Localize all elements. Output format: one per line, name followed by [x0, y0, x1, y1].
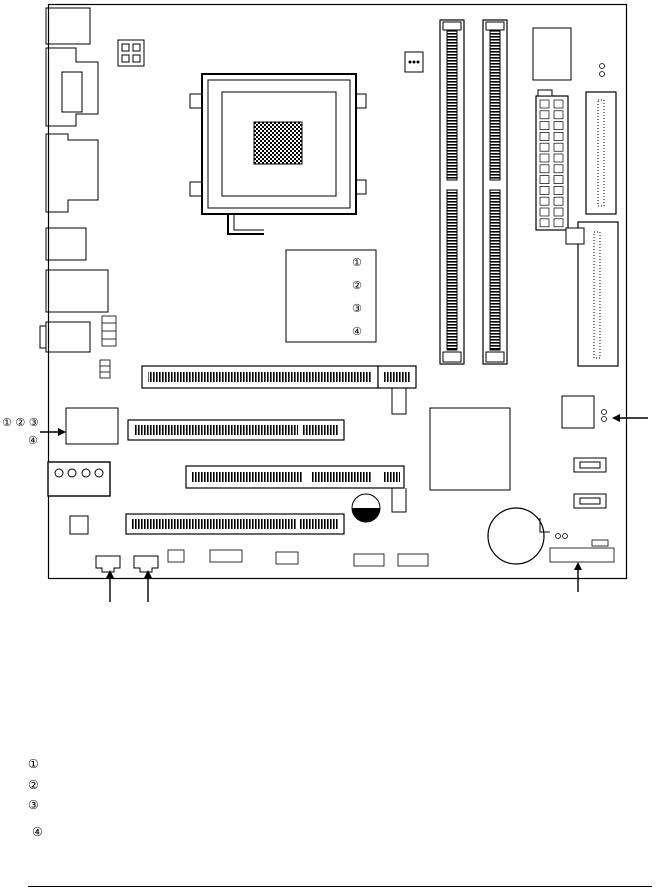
atx-pin — [553, 164, 564, 174]
ide-connector — [577, 221, 619, 367]
atx-pin — [539, 218, 550, 228]
atx-pin — [553, 175, 564, 184]
atx-pin — [553, 110, 564, 120]
socket-lever — [227, 214, 264, 235]
front-panel-header — [549, 547, 615, 563]
atx-pin — [539, 142, 550, 152]
capacitor — [351, 493, 381, 523]
system-fan-header-top — [565, 227, 585, 245]
atx-pin — [553, 218, 564, 228]
usb-header-2 — [353, 553, 385, 567]
atx-pin — [553, 186, 564, 195]
atx-pin — [539, 153, 550, 163]
atx-pin — [553, 153, 564, 163]
callout-arrows — [40, 414, 648, 602]
super-io-chip — [532, 27, 572, 81]
jumper-small — [99, 359, 111, 379]
board-outline — [47, 3, 628, 580]
sata-connector-1 — [573, 457, 607, 473]
atx-pin — [539, 121, 550, 130]
legend-item-2: ② — [28, 778, 39, 792]
chip-marker-3: ③ — [352, 302, 362, 315]
atx-pin — [553, 99, 564, 109]
atx-pin — [539, 186, 550, 195]
usb-header-3 — [397, 553, 429, 567]
bios-chip — [561, 395, 595, 429]
pcie-x16-slot — [141, 365, 417, 415]
sys-fan-header — [275, 551, 299, 565]
floppy-connector — [585, 91, 617, 215]
atx-pin — [539, 132, 550, 141]
front-audio-header — [101, 315, 117, 347]
atx-pin — [553, 132, 564, 141]
pcie-x1-slot — [185, 465, 407, 513]
rear-io-panel — [39, 7, 109, 353]
jumper-battery — [555, 533, 568, 539]
bottom-headers — [167, 539, 615, 567]
legend-item-1: ① — [28, 757, 39, 771]
audio-jack-block — [47, 461, 111, 497]
sata-connector-2 — [573, 493, 607, 509]
chip-marker-2: ② — [352, 279, 362, 292]
dimm-slot-1 — [439, 19, 465, 365]
pci-slot-1 — [127, 419, 345, 441]
pci-slot-2 — [125, 513, 345, 535]
atx-pin — [539, 164, 550, 174]
atx-pin — [553, 121, 564, 130]
left-callout-line1: ① ② ③ — [2, 416, 39, 429]
chip-marker-4: ④ — [352, 325, 362, 338]
atx-pin — [553, 196, 564, 206]
chip-marker-1: ① — [352, 256, 362, 269]
usb-port — [45, 227, 87, 261]
audio-jacks — [39, 321, 91, 353]
lan-port — [45, 269, 109, 313]
parallel-port — [45, 47, 99, 127]
vga-port — [45, 133, 99, 213]
northbridge-chip — [285, 249, 377, 343]
atx-pin — [539, 110, 550, 120]
atx-pin — [539, 99, 550, 109]
cmos-battery — [487, 507, 550, 565]
bottom-left-connector-1 — [95, 555, 121, 573]
legend-item-4: ④ — [32, 825, 43, 839]
cpu-fan-header — [404, 51, 424, 73]
atx-24pin-connector — [535, 89, 569, 231]
spdif-header — [167, 549, 185, 563]
footer-rule — [28, 886, 652, 887]
jumper-right — [601, 409, 607, 422]
southbridge-chip — [429, 407, 511, 491]
atx-pin — [539, 196, 550, 206]
atx-12v-connector — [117, 39, 145, 67]
clr-cmos-jumper-top — [599, 63, 605, 77]
atx-pin — [553, 207, 564, 217]
usb-header-1 — [209, 549, 243, 563]
left-callout-line2: ④ — [28, 434, 38, 447]
dimm-slot-2 — [482, 19, 508, 365]
atx-pin — [539, 207, 550, 217]
cpu-die — [253, 121, 303, 165]
atx-pin — [553, 142, 564, 152]
bottom-left-connector-2 — [133, 555, 159, 573]
cpu-socket — [189, 73, 367, 235]
legend-item-3: ③ — [28, 798, 39, 812]
atx-pin — [539, 175, 550, 184]
audio-codec-chip — [65, 407, 119, 445]
ps2-port — [45, 7, 91, 45]
small-chip — [69, 515, 89, 535]
